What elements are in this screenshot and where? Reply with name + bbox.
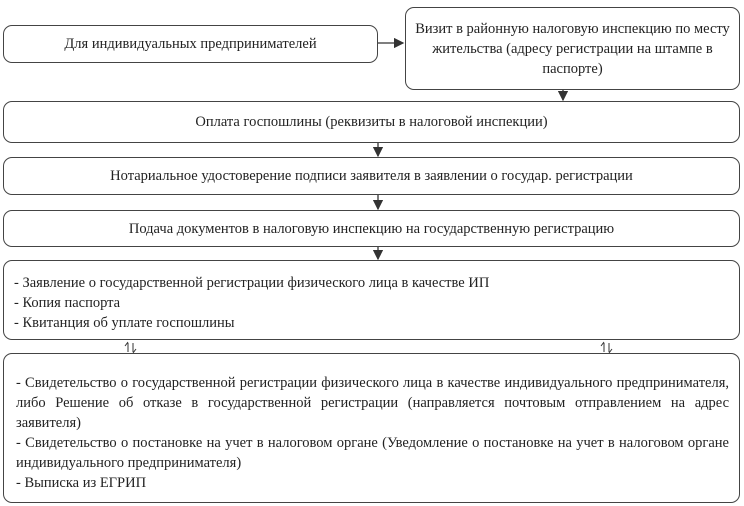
- results-box: - Свидетельство о государственной регист…: [3, 353, 740, 503]
- result-item: - Свидетельство о государственной регист…: [16, 375, 729, 431]
- submit-text: Подача документов в налоговую инспекцию …: [128, 220, 615, 237]
- document-item: - Копия паспорта: [14, 295, 121, 311]
- double-arrow-left: [124, 341, 137, 354]
- notary-box: Нотариальное удостоверение подписи заяви…: [3, 157, 740, 195]
- double-arrow-right: [600, 341, 613, 354]
- notary-text: Нотариальное удостоверение подписи заяви…: [110, 168, 633, 184]
- submit-box: Подача документов в налоговую инспекцию …: [3, 210, 740, 247]
- payment-box: Оплата госпошлины (реквизиты в налоговой…: [3, 101, 740, 143]
- document-item: - Квитанция об уплате госпошлины: [14, 315, 235, 331]
- documents-box: - Заявление о государственной регистраци…: [3, 260, 740, 340]
- payment-text: Оплата госпошлины (реквизиты в налоговой…: [195, 114, 548, 130]
- visit-box: Визит в районную налоговую инспекцию по …: [405, 7, 740, 90]
- result-item: - Выписка из ЕГРИП: [16, 475, 147, 491]
- visit-text: Визит в районную налоговую инспекцию по …: [415, 20, 730, 77]
- result-item: - Свидетельство о постановке на учет в н…: [16, 435, 729, 471]
- start-box: Для индивидуальных предпринимателей: [3, 25, 378, 63]
- start-text: Для индивидуальных предпринимателей: [64, 36, 317, 52]
- document-item: - Заявление о государственной регистраци…: [14, 275, 490, 291]
